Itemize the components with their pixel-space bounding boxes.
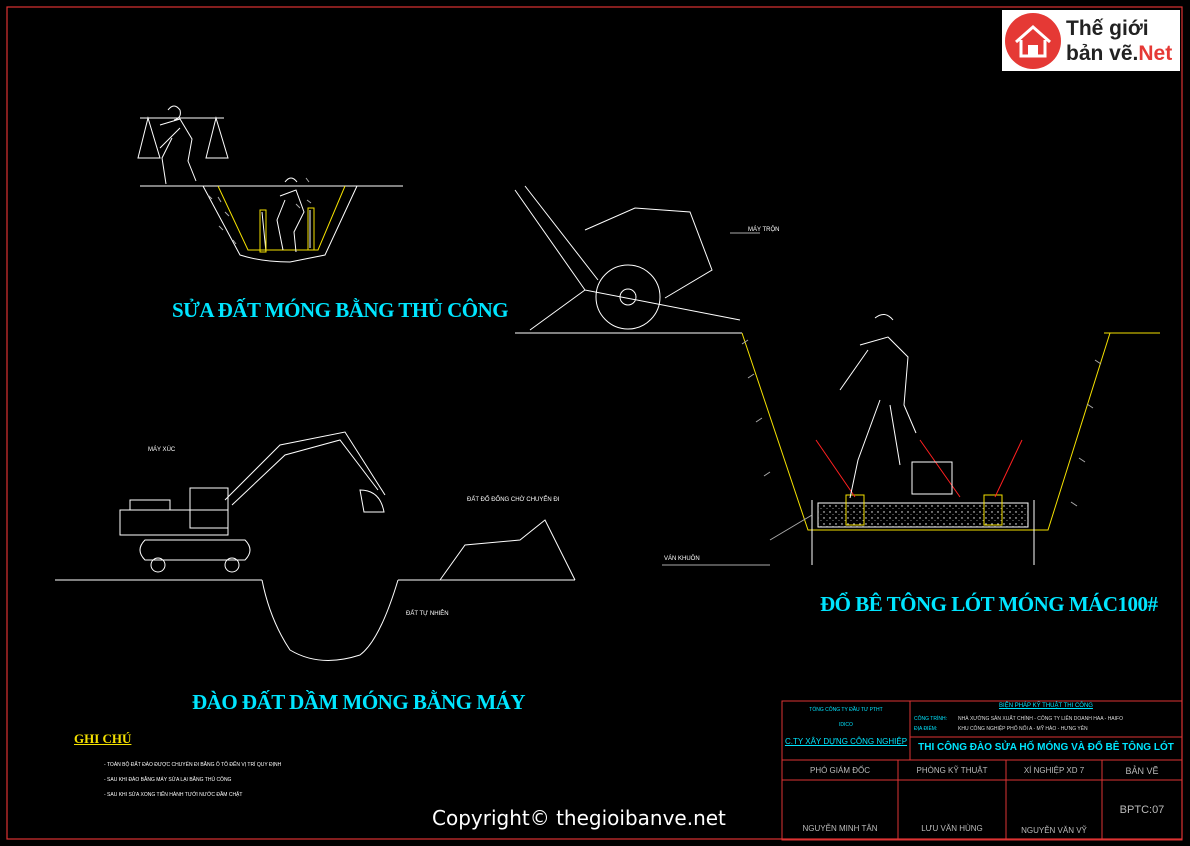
- house-icon: [1005, 13, 1061, 69]
- title-concrete-pouring: ĐỔ BÊ TÔNG LÓT MÓNG MÁC100#: [820, 592, 1158, 616]
- site-logo[interactable]: Thế giới bản vẽ.Net: [1002, 10, 1180, 71]
- note-item-1: - TOÀN BỘ ĐẤT ĐÀO ĐƯỢC CHUYỂN ĐI BẰNG Ô …: [104, 762, 282, 768]
- label-mixer: MÁY TRỘN: [748, 227, 780, 233]
- tb-company-line2: IDICO: [839, 722, 853, 728]
- label-natural-soil: ĐẤT TỰ NHIÊN: [406, 611, 449, 617]
- note-item-3: - SAU KHI SỬA XONG TIẾN HÀNH TƯỚI NƯỚC Đ…: [104, 792, 243, 798]
- title-manual-repair: SỬA ĐẤT MÓNG BẰNG THỦ CÔNG: [172, 298, 509, 322]
- tb-company-line1: TỔNG CÔNG TY ĐẦU TƯ PTHT: [809, 707, 883, 713]
- tb-project-value: NHÀ XƯỞNG SẢN XUẤT CHÍNH - CÔNG TY LIÊN …: [958, 716, 1123, 722]
- logo-line2-a: bản vẽ.: [1066, 42, 1139, 65]
- tb-col-enterprise: XÍ NGHIỆP XD 7: [1023, 766, 1085, 775]
- tb-sheet-number: BPTC:07: [1119, 804, 1165, 816]
- label-soil-dump: ĐẤT ĐỔ ĐỐNG CHỜ CHUYỂN ĐI: [467, 497, 560, 503]
- notes-heading: GHI CHÚ: [74, 731, 132, 746]
- manual-trench-illustration: [137, 105, 403, 263]
- logo-line2: bản vẽ.Net: [1066, 42, 1172, 66]
- tb-sheet-title: THI CÔNG ĐÀO SỬA HỐ MÓNG VÀ ĐỔ BÊ TÔNG L…: [918, 742, 1174, 753]
- tb-col-director: PHÓ GIÁM ĐỐC: [809, 766, 870, 775]
- tb-col-tech: PHÒNG KỸ THUẬT: [916, 766, 988, 775]
- excavator-illustration: [55, 431, 576, 661]
- tb-project-label: CÔNG TRÌNH:: [914, 716, 947, 722]
- title-block-lines: [781, 700, 1183, 841]
- concrete-trench-illustration: [514, 185, 1160, 566]
- tb-location-value: KHU CÔNG NGHIỆP PHỐ NỐI A - MỸ HÀO - HƯN…: [958, 726, 1088, 732]
- note-item-2: - SAU KHI ĐÀO BẰNG MÁY SỬA LẠI BẰNG THỦ …: [104, 777, 232, 783]
- label-excavator: MÁY XÚC: [148, 447, 176, 453]
- logo-line2-b: Net: [1138, 42, 1173, 65]
- tb-company-line3: C.TY XÂY DỰNG CÔNG NGHIỆP: [784, 737, 908, 746]
- tb-location-label: ĐỊA ĐIỂM:: [914, 726, 938, 732]
- title-machine-excavation: ĐÀO ĐẤT DẦM MÓNG BẰNG MÁY: [192, 690, 526, 714]
- tb-col-drawing: BẢN VẼ: [1125, 766, 1159, 776]
- tb-header: BIỆN PHÁP KỸ THUẬT THI CÔNG: [999, 703, 1093, 709]
- copyright-watermark: Copyright© thegioibanve.net: [432, 806, 726, 830]
- tb-name-enterprise: NGUYỄN VĂN VỸ: [1021, 826, 1087, 835]
- logo-line1: Thế giới: [1066, 17, 1149, 40]
- tb-name-director: NGUYỄN MINH TÂN: [802, 824, 878, 833]
- drawing-frame: [6, 6, 1183, 840]
- label-formwork: VÁN KHUÔN: [664, 556, 700, 562]
- tb-name-tech: LƯU VĂN HÙNG: [921, 824, 983, 833]
